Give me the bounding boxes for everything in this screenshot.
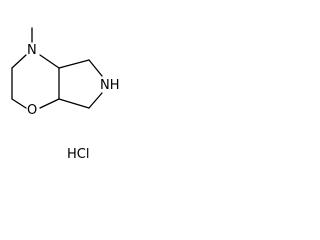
bond-c-o xyxy=(11,98,27,109)
atom-o: O xyxy=(27,103,37,118)
bond-o-c7a xyxy=(39,98,60,109)
bond-c7-c7a xyxy=(58,98,90,109)
bond-n-c-left xyxy=(11,54,27,69)
bond-c4a-c5 xyxy=(58,59,90,69)
structure-diagram: N NH O HCl xyxy=(0,0,160,167)
bond-c5-nh xyxy=(88,59,103,77)
bond-nh-c7 xyxy=(88,92,103,109)
atom-n-methyl: N xyxy=(27,43,37,58)
molecule-drawing: N NH O HCl xyxy=(11,27,120,162)
atom-nh: NH xyxy=(100,78,120,93)
salt-label: HCl xyxy=(67,147,89,162)
bond-n-c4a xyxy=(39,54,60,69)
bonds xyxy=(11,27,103,109)
